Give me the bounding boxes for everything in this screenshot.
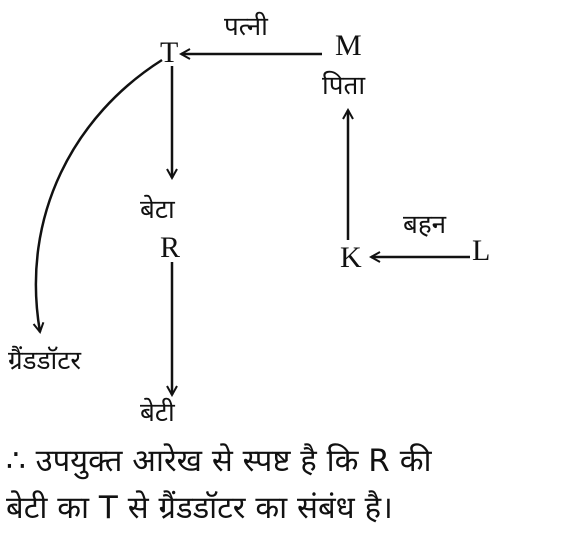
arrow-t-to-granddaughter xyxy=(36,58,163,332)
relation-son-label: बेटा xyxy=(140,195,175,225)
relation-sister-label: बहन xyxy=(403,210,447,240)
node-t: T xyxy=(160,36,179,69)
conclusion-line-2: बेटी का T से ग्रैंडडॉटर का संबंध है। xyxy=(6,490,393,526)
relation-father-label: पिता xyxy=(322,71,366,101)
node-m: M xyxy=(335,29,362,62)
relation-daughter-label: बेटी xyxy=(140,398,175,428)
relation-granddaughter-label: ग्रैंडडॉटर xyxy=(8,346,81,376)
node-r: R xyxy=(160,231,181,264)
node-l: L xyxy=(472,234,491,267)
node-k: K xyxy=(340,241,362,274)
relation-wife-label: पत्नी xyxy=(224,12,268,42)
conclusion-line-1: ∴ उपयुक्त आरेख से स्पष्ट है कि R की xyxy=(6,443,432,479)
